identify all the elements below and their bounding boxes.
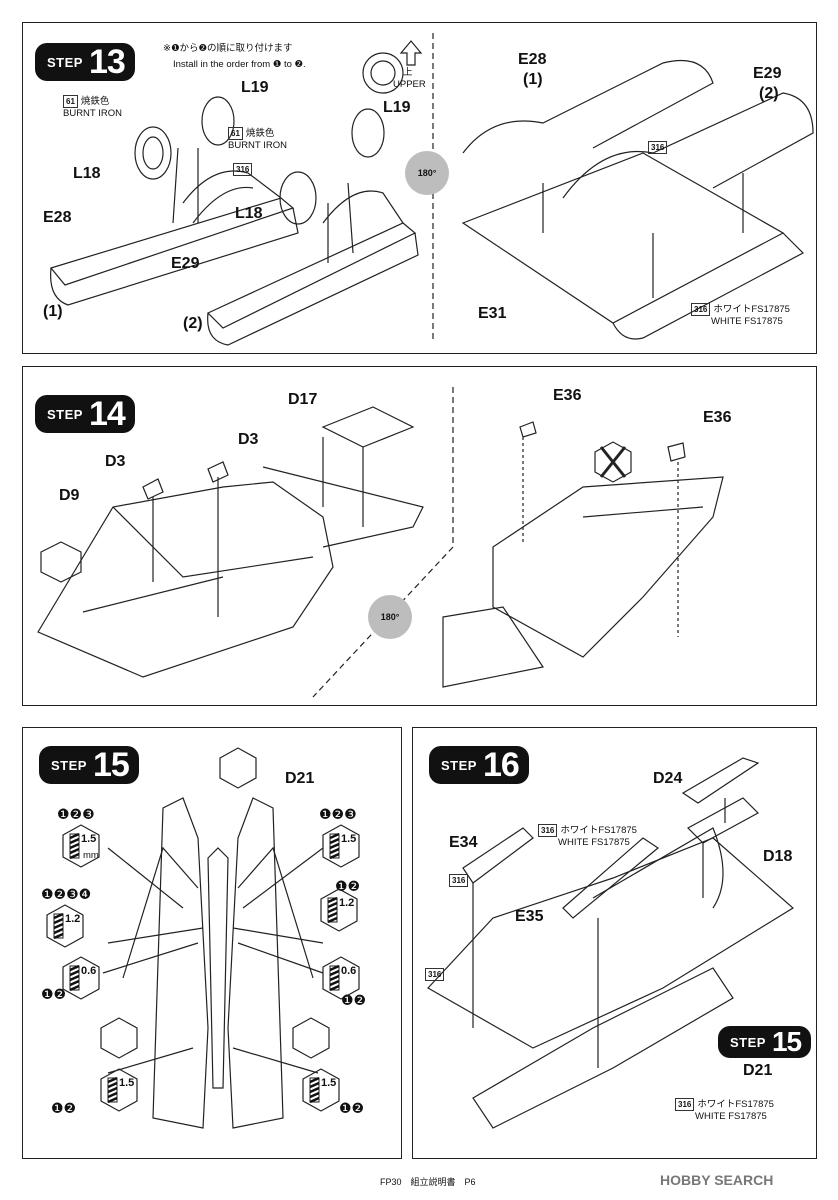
part-D21: D21 <box>285 770 315 787</box>
step-number: 15 <box>92 745 130 784</box>
seq-left-2: ❶❷❸❹ <box>41 886 92 902</box>
drill-hex-icon <box>62 824 100 868</box>
part-D9: D9 <box>59 487 80 504</box>
order-note-jp: ※❶から❷の順に取り付けます <box>163 43 293 54</box>
upper-label-jp: 上 <box>403 67 413 78</box>
sub-2: (2) <box>759 85 779 102</box>
drill-hex-icon <box>302 1068 340 1112</box>
sub-1: (1) <box>43 303 63 320</box>
order-note-en: Install in the order from ❶ to ❷. <box>173 59 306 70</box>
seq-right-1: ❶❷❸ <box>319 806 357 822</box>
paint-jp: 焼鉄色 <box>80 96 110 107</box>
paint-code: 61 <box>63 95 78 108</box>
part-D3: D3 <box>105 453 126 470</box>
drill-bit-icon: 0.6 <box>61 956 101 1000</box>
step13-panel: STEP 13 ※❶から❷の順に取り付けます Install in the or… <box>22 22 817 354</box>
white-code: 316 <box>233 163 255 176</box>
part-E29: E29 <box>753 65 782 82</box>
part-E28: E28 <box>518 51 547 68</box>
part-E31: E31 <box>478 305 507 322</box>
white-code: 316 <box>449 874 471 887</box>
seq-right-4: ❶❷ <box>339 1100 365 1116</box>
step-number: 14 <box>88 394 126 433</box>
step14-badge: STEP 14 <box>35 395 135 433</box>
drill-bit-icon: 0.6 <box>321 956 361 1000</box>
part-E34: E34 <box>449 834 478 851</box>
part-L18: L18 <box>73 165 101 182</box>
sub-2: (2) <box>183 315 203 332</box>
part-L19: L19 <box>241 79 269 96</box>
drill-bit-icon: 1.2 <box>45 904 85 948</box>
seq-left-4: ❶❷ <box>51 1100 77 1116</box>
sub-1: (1) <box>523 71 543 88</box>
step15-illustration <box>100 747 330 1129</box>
step13-badge: STEP 13 <box>35 43 135 81</box>
drill-bit-icon: 1.5 <box>99 1068 139 1112</box>
drill-hex-icon <box>322 824 360 868</box>
step-word: STEP <box>51 757 87 773</box>
step14-illustration <box>37 387 724 698</box>
drill-hex-icon <box>100 1068 138 1112</box>
step15-badge: STEP 15 <box>39 746 139 784</box>
drill-bit-icon: 1.5 <box>321 824 361 868</box>
part-D17: D17 <box>288 391 318 408</box>
white-code: 316 <box>425 968 447 981</box>
paint-en: BURNT IRON <box>228 140 287 151</box>
page-footer: FP30 組立説明書 P6 <box>380 1177 476 1187</box>
part-L19: L19 <box>383 99 411 116</box>
drill-unit: mm <box>83 850 99 861</box>
step16-illustration <box>427 757 795 1129</box>
step16-badge: STEP 16 <box>429 746 529 784</box>
white-code: 316 <box>648 141 670 154</box>
paint-jp: 焼鉄色 <box>245 128 275 139</box>
watermark: HOBBY SEARCH <box>660 1172 774 1188</box>
paint-code: 61 <box>228 127 243 140</box>
paint-en: BURNT IRON <box>63 108 122 119</box>
ref-step15-badge: STEP 15 <box>718 1026 812 1058</box>
part-E28: E28 <box>43 209 72 226</box>
drill-bit-icon: 1.2 <box>319 888 359 932</box>
part-D21: D21 <box>743 1062 773 1079</box>
drill-hex-icon <box>46 904 84 948</box>
part-D18: D18 <box>763 848 793 865</box>
drill-hex-icon <box>320 888 358 932</box>
part-D24: D24 <box>653 770 683 787</box>
part-L18: L18 <box>235 205 263 222</box>
step-number: 13 <box>88 42 126 81</box>
drill-hex-icon <box>62 956 100 1000</box>
drill-hex-icon <box>322 956 360 1000</box>
seq-left-1: ❶❷❸ <box>57 806 95 822</box>
part-E36: E36 <box>703 409 732 426</box>
drill-bit-icon: 1.5 <box>301 1068 341 1112</box>
seq-right-3: ❶❷ <box>341 992 367 1008</box>
part-E35: E35 <box>515 908 544 925</box>
step-number: 16 <box>482 745 520 784</box>
step-word: STEP <box>47 406 83 422</box>
upper-label-en: UPPER <box>393 79 426 90</box>
step-word: STEP <box>47 54 83 70</box>
step15-panel: STEP 15 D21 ❶❷❸ 1.5 ❶❷❸❹ 1.2 0.6 ❶❷ 1.5 … <box>22 727 402 1159</box>
part-E36: E36 <box>553 387 582 404</box>
step14-panel: STEP 14 D17 D3 D3 D9 E36 E36 180° <box>22 366 817 706</box>
part-E29: E29 <box>171 255 200 272</box>
drill-bit-icon: 1.5 <box>61 824 101 868</box>
rotate-180-icon: 180° <box>368 595 412 639</box>
part-D3: D3 <box>238 431 259 448</box>
seq-left-3: ❶❷ <box>41 986 67 1002</box>
step-word: STEP <box>441 757 477 773</box>
rotate-180-icon: 180° <box>405 151 449 195</box>
